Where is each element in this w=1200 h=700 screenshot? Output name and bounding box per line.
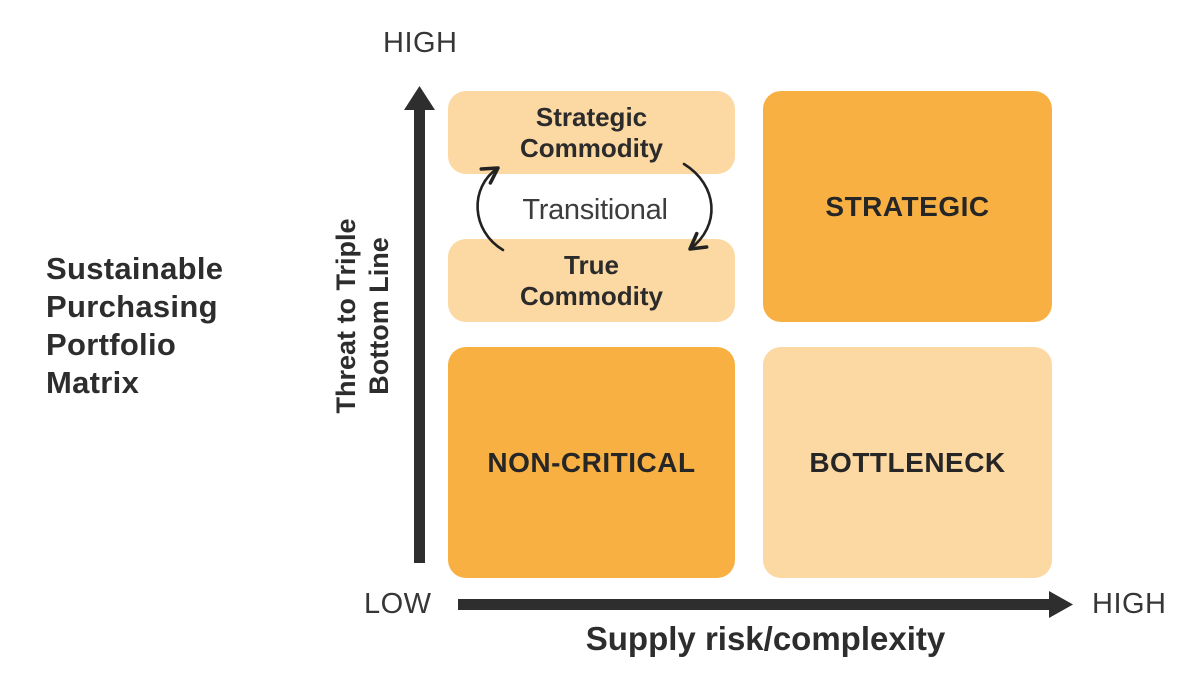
y-axis-arrow	[404, 86, 435, 563]
bottleneck-quadrant-label: BOTTLENECK	[809, 446, 1006, 478]
x-axis-high-label: HIGH	[1092, 588, 1167, 620]
strategic-quadrant-label: STRATEGIC	[825, 190, 990, 222]
transitional-label: Transitional	[522, 193, 668, 226]
non-critical-quadrant-box: NON-CRITICAL	[448, 347, 735, 578]
strategic-commodity-label: Strategic Commodity	[520, 101, 663, 163]
strategic-commodity-box: Strategic Commodity	[448, 91, 735, 174]
true-commodity-box: True Commodity	[448, 239, 735, 322]
y-axis-title: Threat to Triple Bottom Line	[331, 218, 394, 414]
figure-title: Sustainable Purchasing Portfolio Matrix	[46, 251, 224, 400]
x-axis-title: Supply risk/complexity	[585, 620, 946, 657]
y-axis-high-label: HIGH	[383, 27, 458, 59]
x-axis-arrow	[458, 591, 1073, 618]
bottleneck-quadrant-box: BOTTLENECK	[763, 347, 1052, 578]
origin-low-label: LOW	[364, 588, 432, 620]
true-commodity-label: True Commodity	[520, 249, 663, 311]
non-critical-quadrant-label: NON-CRITICAL	[487, 446, 696, 478]
strategic-quadrant-box: STRATEGIC	[763, 91, 1052, 322]
